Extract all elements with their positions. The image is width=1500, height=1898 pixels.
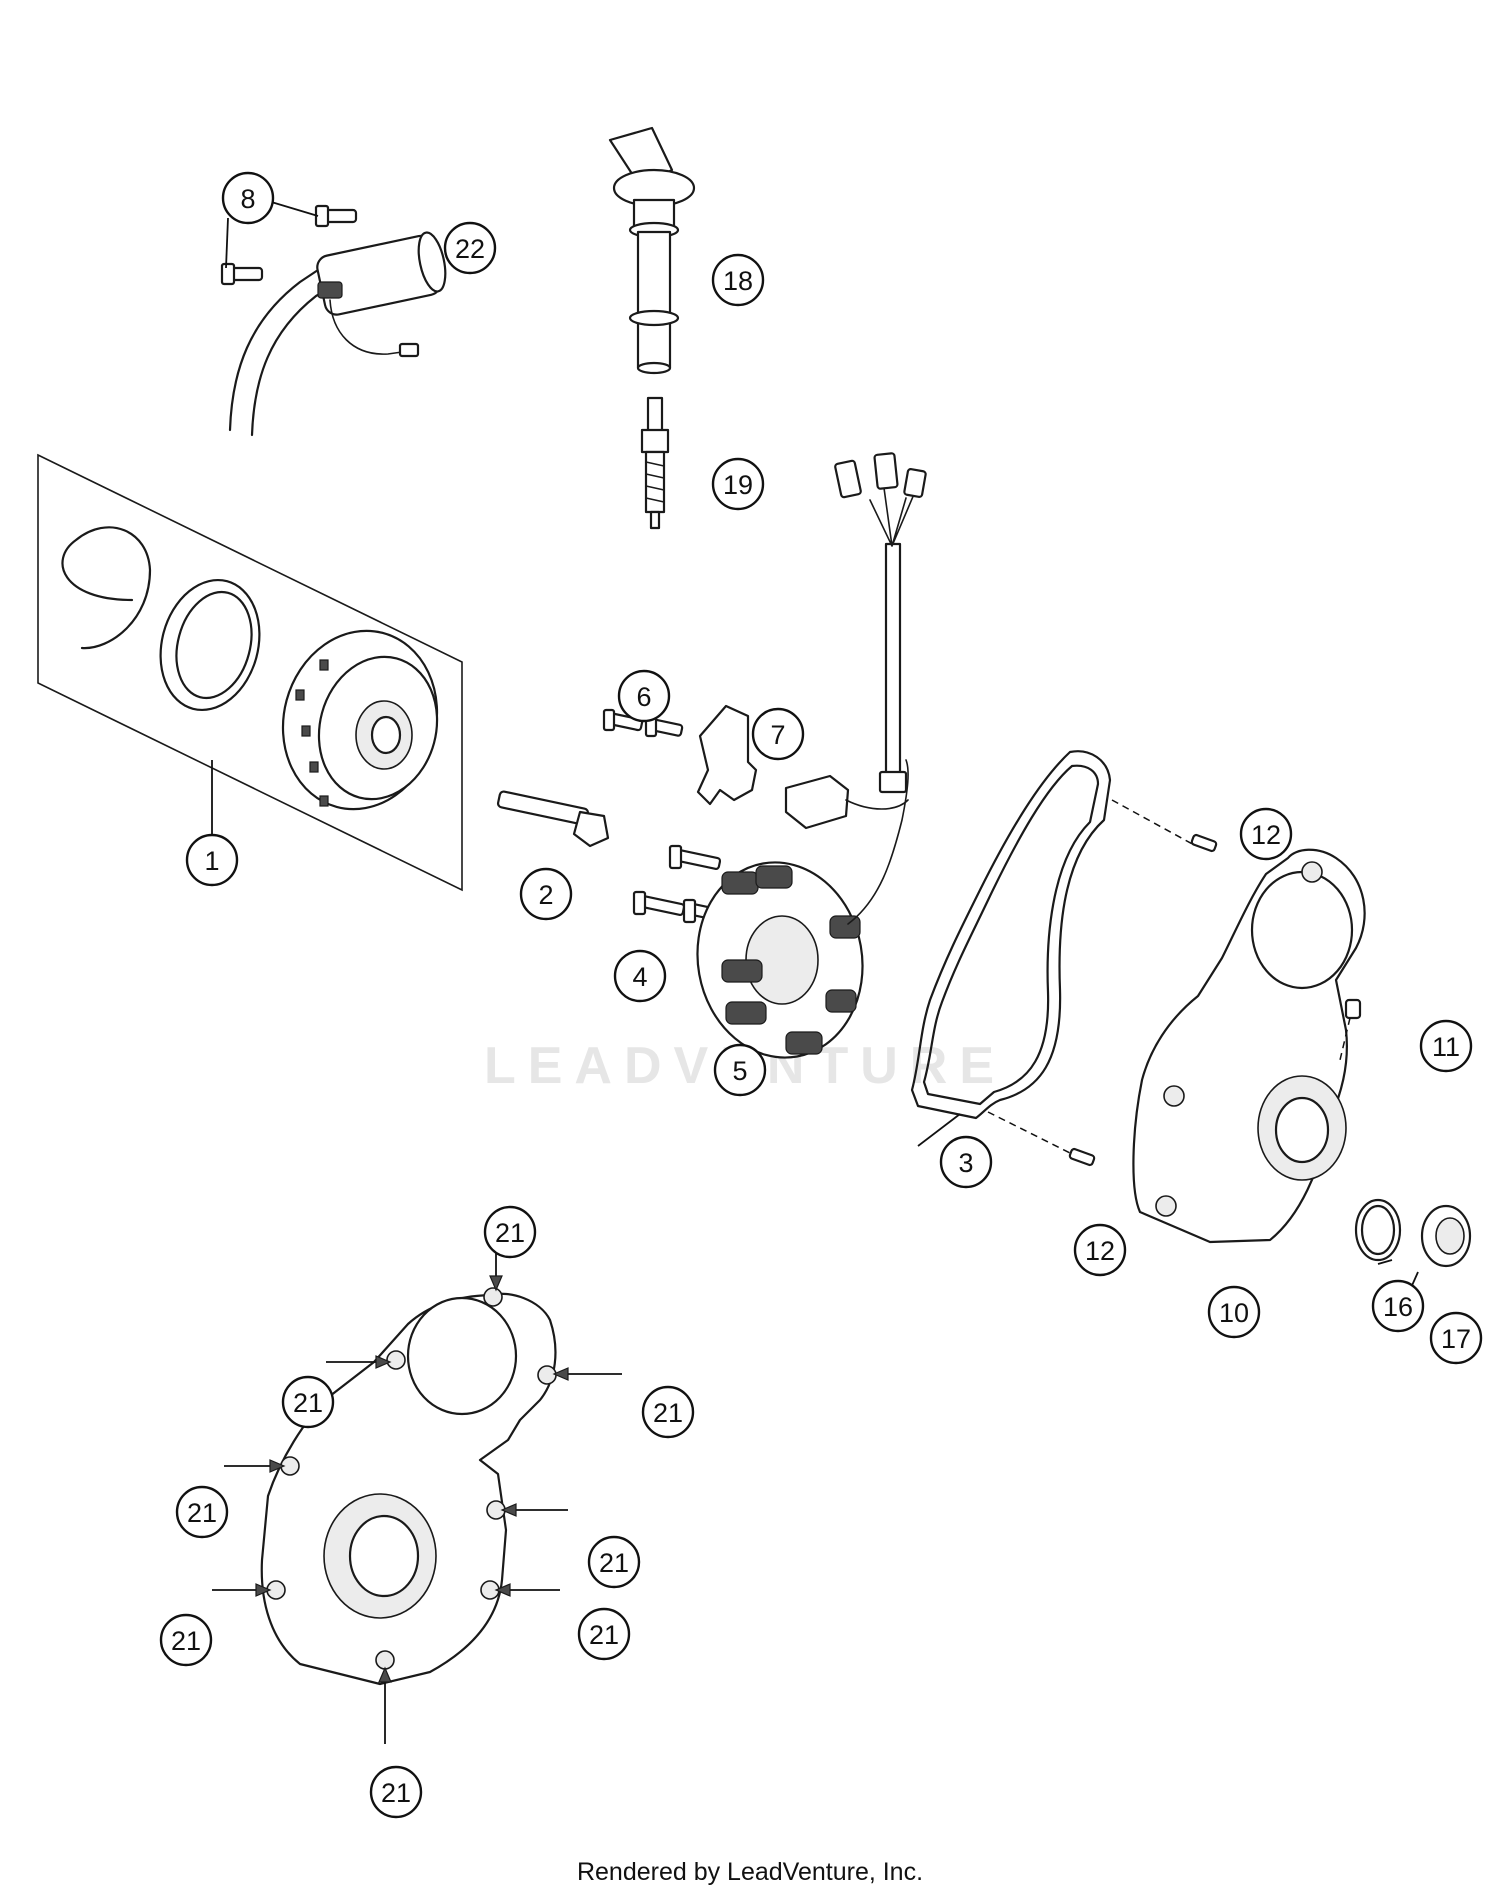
callout-12-upper: 12 bbox=[1239, 807, 1293, 861]
svg-text:2: 2 bbox=[538, 880, 553, 910]
svg-text:22: 22 bbox=[455, 234, 485, 264]
svg-text:8: 8 bbox=[240, 184, 255, 214]
svg-text:21: 21 bbox=[293, 1388, 323, 1418]
svg-text:21: 21 bbox=[495, 1218, 525, 1248]
callout-21-lower-right: 21 bbox=[577, 1607, 631, 1661]
callout-7: 7 bbox=[751, 707, 805, 761]
callout-21-top: 21 bbox=[483, 1205, 537, 1259]
cover-plug bbox=[1339, 998, 1362, 1061]
svg-text:11: 11 bbox=[1432, 1032, 1460, 1062]
svg-text:5: 5 bbox=[732, 1056, 747, 1086]
stator bbox=[696, 452, 927, 1059]
callout-21-mid-left: 21 bbox=[175, 1485, 229, 1539]
svg-text:3: 3 bbox=[958, 1148, 973, 1178]
stator-screws bbox=[602, 708, 736, 924]
ignition-coil bbox=[228, 231, 447, 437]
callout-18: 18 bbox=[711, 253, 765, 307]
dowel-pins bbox=[987, 799, 1218, 1167]
callout-4: 4 bbox=[613, 949, 667, 1003]
callout-6: 6 bbox=[617, 669, 671, 723]
flywheel-bolt bbox=[496, 790, 610, 848]
svg-text:7: 7 bbox=[770, 720, 785, 750]
footer-credit: Rendered by LeadVenture, Inc. bbox=[576, 1858, 924, 1886]
cover-screw-location-view bbox=[260, 1287, 557, 1686]
cable-clamp bbox=[696, 704, 758, 806]
callout-16: 16 bbox=[1371, 1279, 1425, 1333]
callout-11: 11 bbox=[1419, 1019, 1473, 1073]
callout-1: 1 bbox=[185, 833, 239, 887]
svg-text:12: 12 bbox=[1251, 820, 1281, 850]
svg-text:21: 21 bbox=[589, 1620, 619, 1650]
svg-text:6: 6 bbox=[636, 682, 651, 712]
svg-text:21: 21 bbox=[653, 1398, 683, 1428]
svg-text:18: 18 bbox=[723, 266, 753, 296]
callout-2: 2 bbox=[519, 867, 573, 921]
flywheel-kit bbox=[37, 453, 463, 892]
svg-text:21: 21 bbox=[187, 1498, 217, 1528]
callout-5: 5 bbox=[713, 1043, 767, 1097]
spark-plug-cap bbox=[608, 126, 696, 375]
svg-text:21: 21 bbox=[599, 1548, 629, 1578]
generator-cover bbox=[1132, 848, 1366, 1244]
callout-21-mid-right: 21 bbox=[587, 1535, 641, 1589]
svg-text:17: 17 bbox=[1441, 1324, 1471, 1354]
callout-12-lower: 12 bbox=[1073, 1223, 1127, 1277]
svg-text:1: 1 bbox=[204, 846, 219, 876]
callout-21-lower-left: 21 bbox=[159, 1613, 213, 1667]
callout-8: 8 bbox=[221, 171, 275, 225]
svg-text:4: 4 bbox=[632, 962, 647, 992]
svg-text:19: 19 bbox=[723, 470, 753, 500]
callout-17: 17 bbox=[1429, 1311, 1483, 1365]
svg-text:21: 21 bbox=[381, 1778, 411, 1808]
plug-screw bbox=[1420, 1204, 1472, 1268]
callout-21-upper-right: 21 bbox=[641, 1385, 695, 1439]
callout-22: 22 bbox=[443, 221, 497, 275]
leader-lines bbox=[211, 197, 1419, 1744]
cover-gasket bbox=[910, 750, 1112, 1120]
callout-10: 10 bbox=[1207, 1285, 1261, 1339]
svg-text:16: 16 bbox=[1383, 1292, 1413, 1322]
callout-21-upper-left: 21 bbox=[281, 1375, 335, 1429]
svg-text:21: 21 bbox=[171, 1626, 201, 1656]
spark-plug bbox=[640, 396, 670, 530]
callout-19: 19 bbox=[711, 457, 765, 511]
callout-21-bottom: 21 bbox=[369, 1765, 423, 1819]
svg-text:10: 10 bbox=[1219, 1298, 1249, 1328]
svg-text:12: 12 bbox=[1085, 1236, 1115, 1266]
o-ring bbox=[1354, 1198, 1402, 1262]
callout-3: 3 bbox=[939, 1135, 993, 1189]
